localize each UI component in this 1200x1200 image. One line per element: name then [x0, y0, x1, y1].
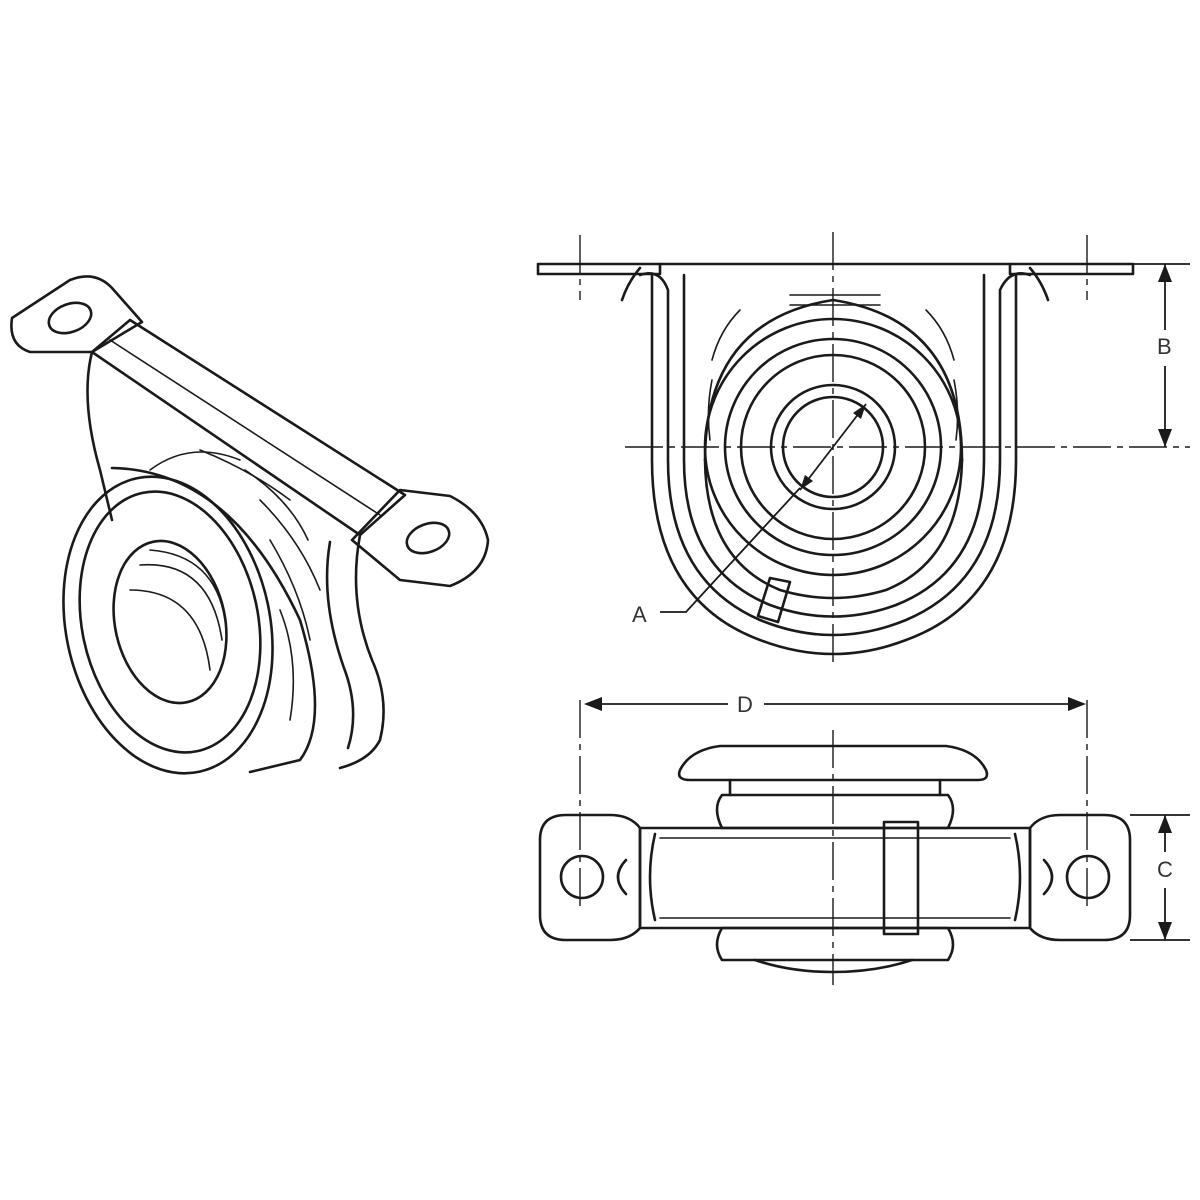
dimension-d-label: D — [737, 692, 753, 717]
isometric-view — [10, 275, 490, 775]
top-view — [538, 697, 1190, 985]
dimension-b-label: B — [1157, 334, 1172, 359]
dimension-a-label: A — [632, 602, 647, 627]
dimension-c-label: C — [1157, 857, 1173, 882]
front-view — [536, 232, 1190, 665]
